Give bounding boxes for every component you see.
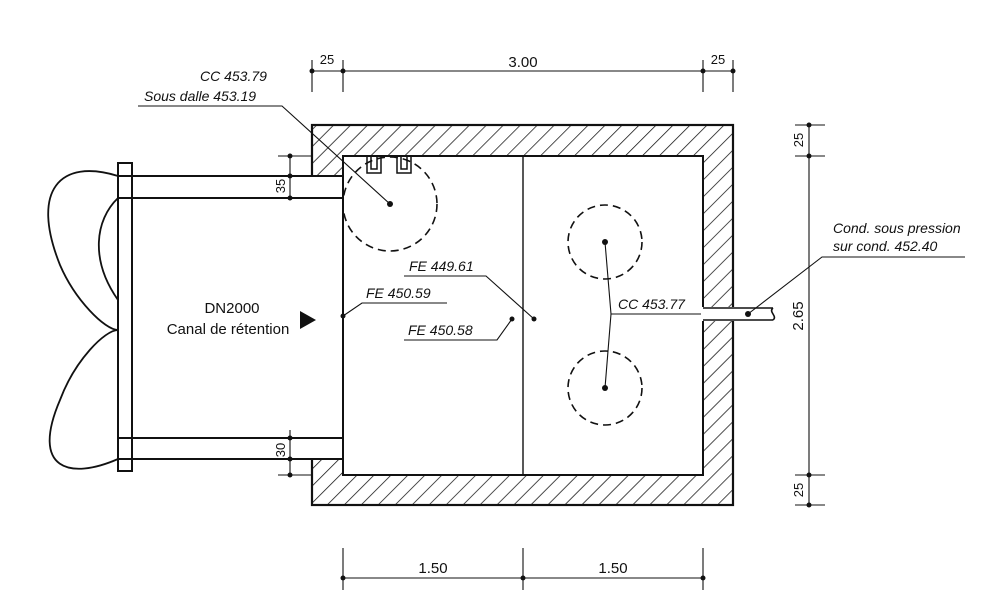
pipe-wall-dimensions: 35 30 [273, 153, 312, 478]
dim-pipe-top-wall: 35 [273, 179, 288, 193]
pipe-break-symbol [47, 170, 119, 470]
dim-right-bottom-wall: 25 [791, 483, 806, 497]
cc-top-label-1: CC 453.79 [200, 68, 267, 84]
ladder-rung-icon [366, 157, 382, 174]
fe-inlet-label: FE 450.59 [366, 285, 431, 301]
cond-label-line2: sur cond. 452.40 [833, 238, 938, 254]
dim-top-right-wall: 25 [711, 52, 725, 67]
fe-center-label: FE 449.61 [409, 258, 474, 274]
cc-right-label: CC 453.77 [618, 296, 686, 312]
level-annotations: CC 453.79 Sous dalle 453.19 FE 449.61 FE… [138, 68, 701, 389]
dim-top-span: 3.00 [508, 54, 537, 71]
cc-top-label-2: Sous dalle 453.19 [144, 88, 256, 104]
pressure-outlet-pipe: Cond. sous pression sur cond. 452.40 [703, 220, 965, 321]
fe-lower-label: FE 450.58 [408, 322, 473, 338]
right-dimension: 25 2.65 25 [790, 122, 825, 508]
dim-pipe-bottom-wall: 30 [273, 443, 288, 457]
inlet-opening [310, 176, 345, 459]
cond-label-line1: Cond. sous pression [833, 220, 961, 236]
dim-bottom-left: 1.50 [418, 560, 447, 577]
top-dimension: 25 3.00 25 [309, 52, 736, 92]
pipe-name-line1: DN2000 [204, 300, 259, 317]
dim-right-top-wall: 25 [791, 133, 806, 147]
dim-top-left-wall: 25 [320, 52, 334, 67]
dim-bottom-right: 1.50 [598, 560, 627, 577]
bottom-dimension: 1.50 1.50 [340, 548, 706, 590]
manhole-circle-right-bottom [567, 350, 643, 426]
pipe-name-line2: Canal de rétention [167, 321, 290, 338]
dim-right-span: 2.65 [790, 301, 807, 330]
flow-arrow-icon [300, 311, 316, 329]
manhole-circle-right-top [567, 204, 643, 280]
ladder-rung-icon-2 [396, 157, 412, 174]
outlet-opening [701, 307, 735, 321]
dn2000-pipe: DN2000 Canal de rétention [47, 162, 343, 472]
manhole-circle-left [342, 156, 438, 252]
